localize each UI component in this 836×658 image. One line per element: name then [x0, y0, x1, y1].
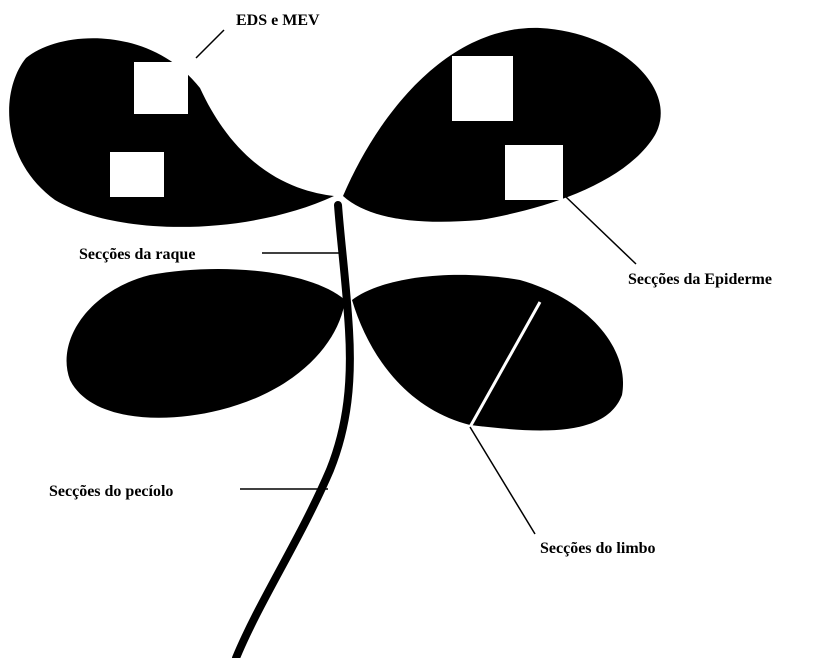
leaflet-upper-left	[9, 38, 334, 227]
petiole-stem	[232, 201, 354, 658]
leader-limbo	[469, 426, 536, 535]
sample-square-1	[134, 62, 188, 114]
leaflet-lower-left	[66, 268, 345, 418]
sample-square-3	[452, 56, 513, 121]
leader-epiderme	[564, 195, 637, 265]
label-eds-mev: EDS e MEV	[236, 12, 320, 29]
leaflet-upper-right	[343, 27, 661, 222]
leaflet-lower-right	[352, 274, 624, 431]
label-peciolo: Secções do pecíolo	[49, 483, 174, 500]
sample-square-4	[505, 145, 563, 200]
label-limbo: Secções do limbo	[540, 540, 656, 557]
limbo-cut-line	[468, 301, 542, 428]
label-epiderme: Secções da Epiderme	[628, 271, 772, 288]
label-raque: Secções da raque	[79, 246, 196, 263]
sample-square-2	[110, 152, 164, 197]
leader-eds	[195, 29, 225, 59]
